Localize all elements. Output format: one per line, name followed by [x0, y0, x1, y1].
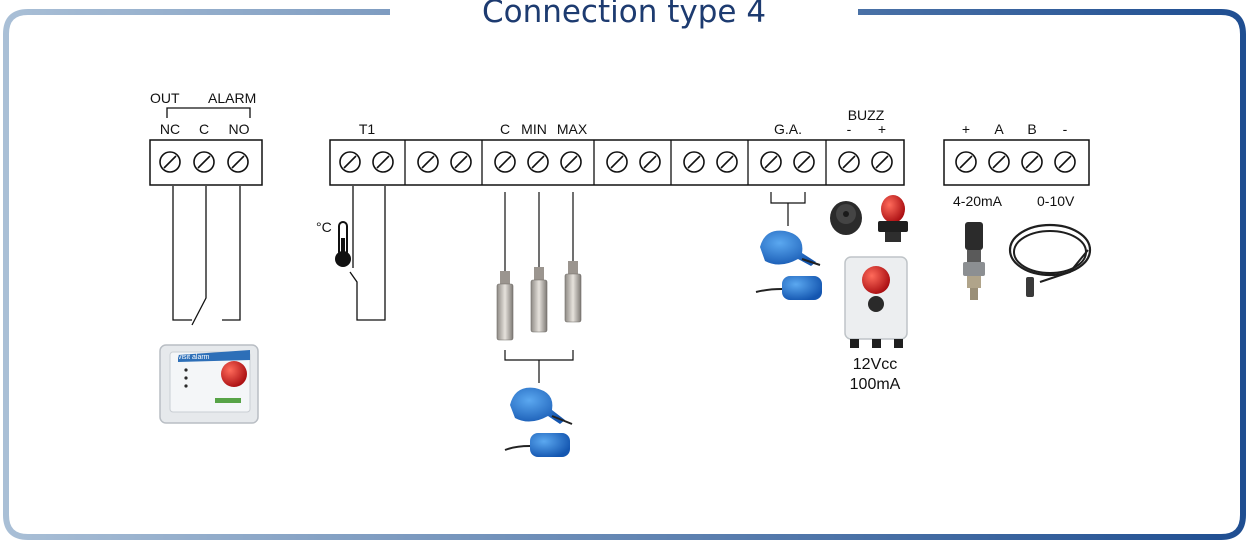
terminal-label-nc: NC [159, 121, 181, 137]
analog-plus-label: + [961, 121, 971, 137]
diagram-title: Connection type 4 [481, 0, 767, 30]
ga-label: G.A. [773, 121, 802, 137]
control-box-brand: visit alarm [178, 354, 210, 361]
buzz-plus-label: + [877, 121, 887, 137]
analog-terminal-block [943, 139, 1090, 186]
terminal-label-c: C [198, 121, 210, 137]
thermometer-wiring [335, 186, 386, 321]
level-probe-icon [496, 261, 582, 341]
buzzer-icon [830, 201, 862, 235]
buzzer-current-label: 100mA [849, 376, 901, 393]
analog-a-label: A [994, 121, 1004, 137]
analog-b-label: B [1027, 121, 1037, 137]
screw-terminal-icon [193, 151, 215, 173]
analog-minus-label: - [1062, 121, 1068, 137]
beacon-box [844, 256, 908, 348]
float-switch-icon [755, 230, 822, 300]
main-terminal-strip [329, 139, 905, 186]
buzz-label: BUZZ [847, 107, 885, 123]
screw-terminal-icon [159, 151, 181, 173]
t1-label: T1 [358, 121, 376, 137]
current-output-label: 4-20mA [953, 193, 1003, 209]
voltage-output-label: 0-10V [1037, 193, 1075, 209]
alarm-control-box [159, 344, 259, 424]
alarm-label: ALARM [208, 90, 257, 106]
thermo-unit-label: °C [316, 219, 332, 235]
level-sensor-cable-icon [1008, 223, 1092, 297]
screw-terminal-icon [227, 151, 249, 173]
out-label: OUT [150, 90, 180, 106]
buzz-minus-label: - [846, 121, 852, 137]
terminal-label-no: NO [228, 121, 250, 137]
probe-label-c: C [499, 121, 511, 137]
probe-label-max: MAX [556, 121, 588, 137]
probe-label-min: MIN [521, 121, 547, 137]
pressure-sensor-icon [963, 222, 985, 300]
probe-wiring [504, 192, 574, 383]
alarm-terminal-block [149, 107, 263, 326]
float-switch-icon [504, 387, 573, 457]
beacon-icon [878, 195, 908, 242]
ga-wiring [770, 192, 806, 226]
thermometer-icon [335, 221, 351, 267]
buzzer-voltage-label: 12Vcc [852, 356, 898, 373]
